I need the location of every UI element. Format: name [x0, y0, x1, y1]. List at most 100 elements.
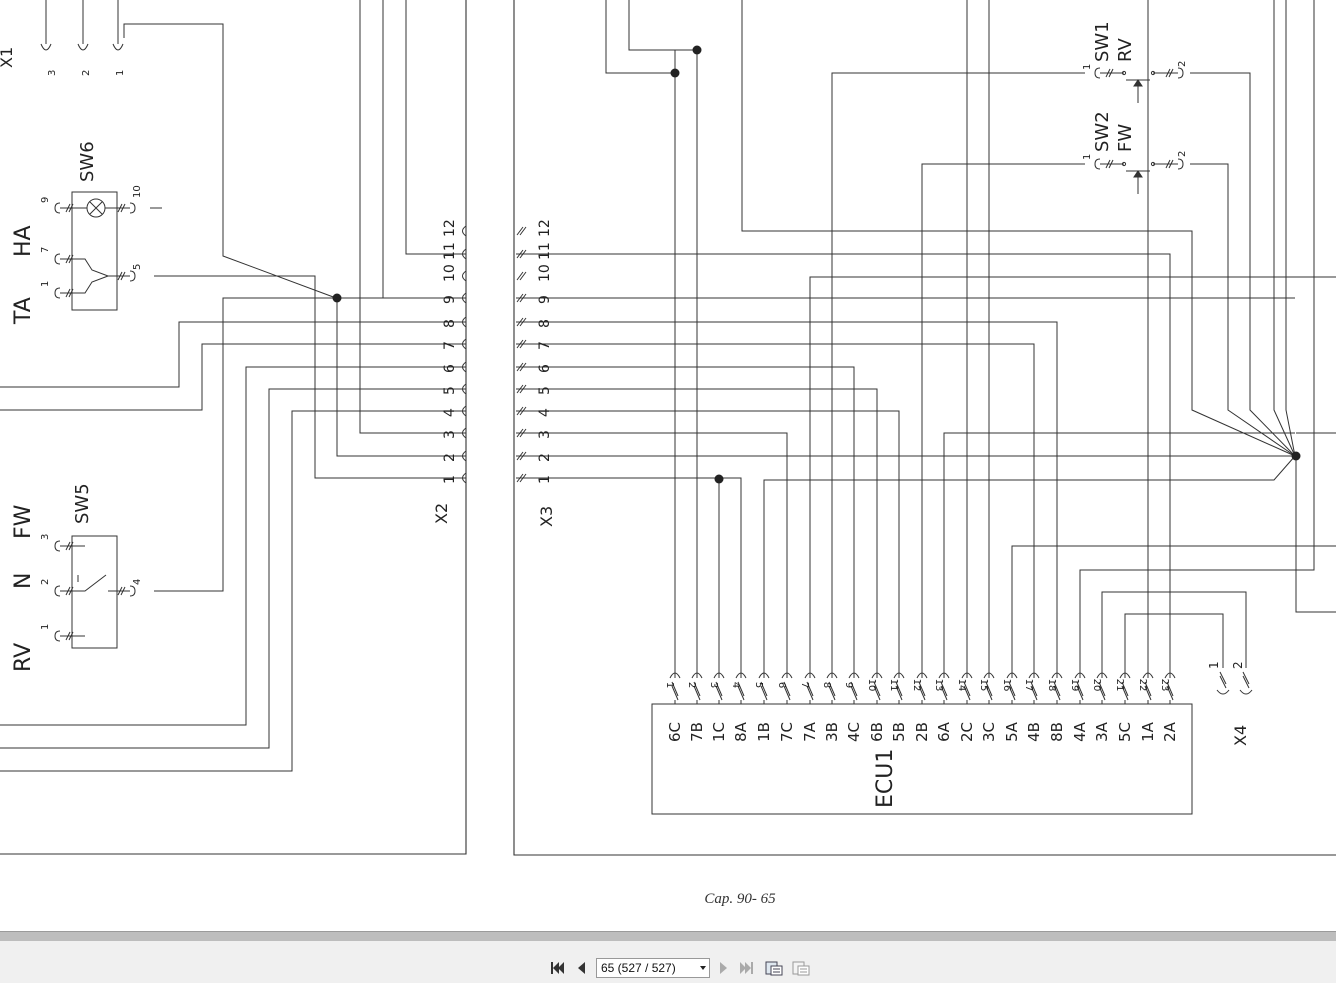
- wire: [405, 0, 466, 255]
- ecu1-pin-number: 7: [799, 682, 810, 688]
- wire: [1295, 456, 1336, 613]
- wire: [1101, 591, 1247, 678]
- ecu1-pin-label: 5A: [1003, 721, 1021, 742]
- wire: [516, 321, 1058, 678]
- components: [40, 38, 1253, 815]
- ecu1-pin-number: 9: [843, 682, 854, 688]
- sw5-box: [71, 535, 118, 649]
- ecu1-pin-number: 1: [664, 682, 675, 688]
- ecu1-pin-number: 13: [933, 679, 944, 692]
- sw1-pin-1: 1: [1082, 64, 1093, 70]
- sw5-label: SW5: [72, 483, 93, 524]
- ecu1-pin-label: 2A: [1161, 721, 1179, 742]
- x3-label: X3: [537, 506, 556, 527]
- x3-pin-number: 11: [537, 242, 553, 260]
- fit-width-button[interactable]: [792, 959, 810, 977]
- x2-pin-number: 11: [442, 242, 458, 260]
- sw5-contacts: [60, 545, 130, 637]
- x2-pin-number: 3: [442, 430, 458, 439]
- wire: [0, 410, 466, 772]
- ecu1-pin-number: 22: [1137, 679, 1148, 692]
- wire: [943, 432, 1295, 678]
- x2-label: X2: [432, 503, 451, 524]
- sw5-pin-4: 4: [132, 579, 143, 585]
- x3-pin-number: 4: [537, 408, 553, 417]
- wiring-diagram: X1 3 2 1 SW6 HA TA 9 10 7 1 5 SW5 FW N R…: [0, 0, 1336, 856]
- ecu1-pin-label: 1A: [1139, 721, 1157, 742]
- ecu1-pin-label: 2C: [958, 722, 976, 742]
- ecu1-pin-label: 6B: [868, 722, 886, 742]
- ecu1-pin-number: 16: [1001, 679, 1012, 692]
- last-page-icon: [740, 962, 753, 974]
- ecu1-pin-number: 23: [1159, 679, 1170, 692]
- ecu1-pin-number: 10: [866, 679, 877, 692]
- x1-pin-2: 2: [81, 70, 92, 76]
- sw2-pin-1: 1: [1082, 154, 1093, 160]
- ecu1-pin-label: 7A: [801, 721, 819, 742]
- wire: [382, 0, 466, 299]
- x1-pin-3: 3: [47, 70, 58, 76]
- wire: [763, 455, 1296, 678]
- previous-page-icon: [578, 962, 585, 974]
- sw1-pin-2: 2: [1177, 61, 1188, 67]
- ecu1-pin-label: 8B: [1048, 722, 1066, 742]
- sw6-label: SW6: [77, 141, 98, 182]
- page-caption: Cap. 90- 65: [704, 891, 776, 907]
- x4-pin-1: 1: [1207, 661, 1221, 669]
- sw6-pin-10: 10: [132, 185, 143, 198]
- first-page-icon: [551, 962, 564, 974]
- x2-pin-number: 4: [442, 408, 458, 417]
- wire: [516, 343, 1035, 678]
- wire: [516, 253, 1171, 678]
- x3-pin-number: 2: [537, 453, 553, 462]
- wire: [1011, 545, 1336, 678]
- x3-pin-number: 6: [537, 364, 553, 373]
- x2-pin-number: 10: [442, 264, 458, 282]
- wire: [1079, 0, 1315, 678]
- previous-page-button[interactable]: [572, 959, 590, 977]
- ecu1-pin-number: 2: [686, 682, 697, 688]
- ecu1-pin-number: 20: [1091, 679, 1102, 692]
- ecu1-pin-number: 11: [888, 679, 899, 692]
- ecu1-pin-label: 6C: [666, 722, 684, 742]
- x2-pin-number: 1: [442, 475, 458, 484]
- ecu1-pin-label: 4B: [1025, 722, 1043, 742]
- x2-pin-number: 12: [442, 219, 458, 237]
- wire: [336, 298, 466, 457]
- first-page-button[interactable]: [548, 959, 566, 977]
- ecu1-pin-number: 5: [753, 682, 764, 688]
- x3-pin-number: 12: [537, 219, 553, 237]
- wires: [0, 0, 1336, 772]
- sw2-pin-2: 2: [1177, 151, 1188, 157]
- fit-page-icon: [765, 961, 783, 976]
- sw5-pin-2: 2: [40, 579, 51, 585]
- fw-label: FW: [11, 504, 36, 539]
- ecu1-pin-number: 12: [911, 679, 922, 692]
- ecu1-pin-number: 3: [708, 682, 719, 688]
- sw1-label: SW1: [1092, 21, 1113, 62]
- ecu1-pin-label: 3C: [980, 722, 998, 742]
- page-selector[interactable]: 65 (527 / 527): [596, 958, 710, 978]
- ecu1-pin-label: 6A: [935, 721, 953, 742]
- wire: [831, 72, 1085, 678]
- x1-label: X1: [0, 47, 16, 68]
- ecu1-pin-label: 4C: [845, 722, 863, 742]
- ecu1-pin-label: 7B: [688, 722, 706, 742]
- ecu1-pin-number: 21: [1114, 679, 1125, 692]
- x3-pin-number: 3: [537, 430, 553, 439]
- ecu1-pin-number: 15: [978, 679, 989, 692]
- sw1-sub-label: RV: [1115, 37, 1136, 62]
- ecu1-pin-label: 7C: [778, 722, 796, 742]
- page-selector-value: 65 (527 / 527): [601, 961, 676, 975]
- wire: [0, 366, 466, 726]
- junction-dot: [714, 474, 724, 484]
- ecu1-pin-label: 1B: [755, 722, 773, 742]
- sw6-pin-7: 7: [40, 247, 51, 253]
- last-page-button[interactable]: [738, 959, 756, 977]
- next-page-button[interactable]: [715, 959, 733, 977]
- next-page-icon: [720, 962, 727, 974]
- fit-page-button[interactable]: [765, 959, 783, 977]
- sw6-pin-5: 5: [132, 264, 143, 270]
- wire: [0, 388, 466, 749]
